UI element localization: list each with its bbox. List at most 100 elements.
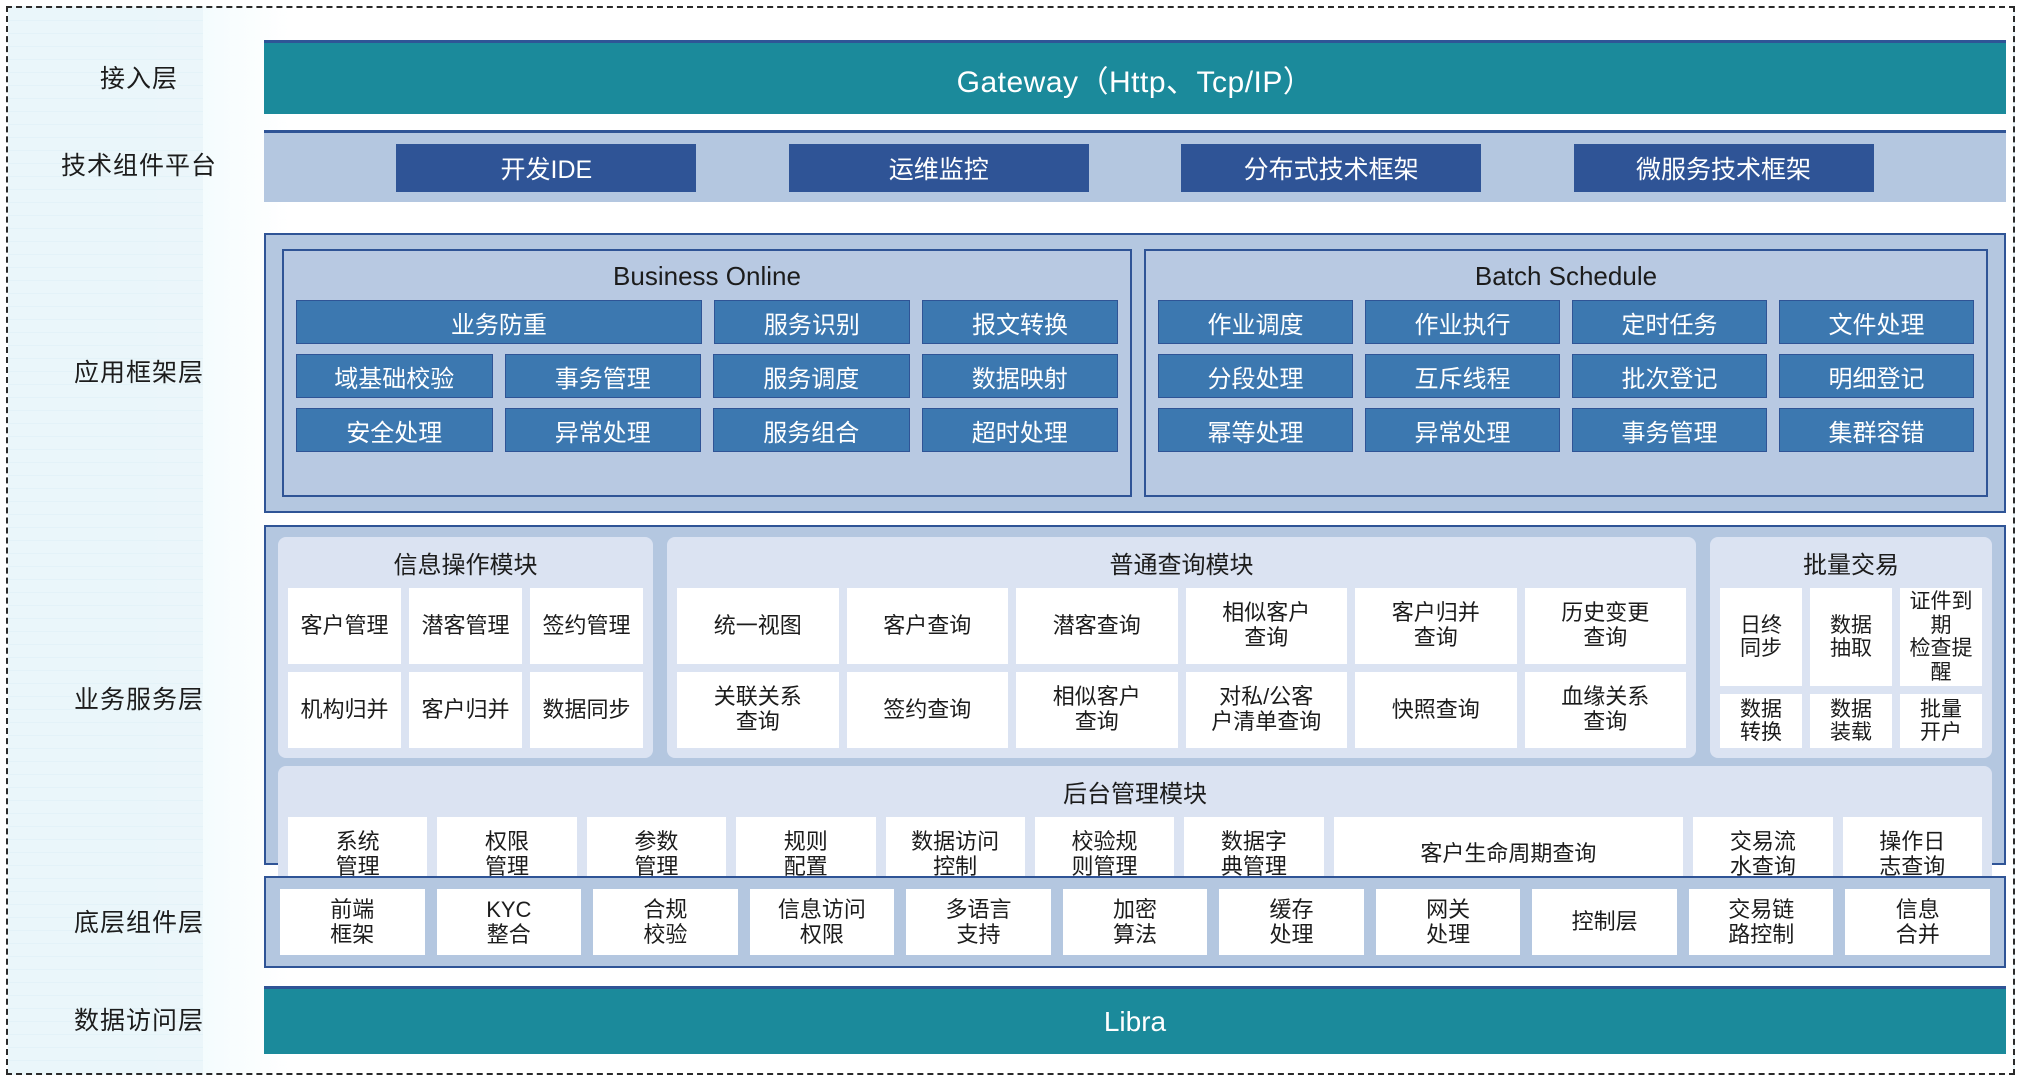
business-service-layer: 信息操作模块 客户管理潜客管理签约管理机构归并客户归并数据同步 普通查询模块 统…: [264, 525, 2006, 903]
common-query-cell[interactable]: 关联关系查询: [677, 672, 839, 749]
batch-transaction-cell[interactable]: 数据抽取: [1810, 588, 1892, 687]
business-online-cell[interactable]: 域基础校验: [296, 354, 493, 398]
common-query-cell[interactable]: 相似客户查询: [1185, 588, 1347, 665]
layer-label-data: 数据访问层: [73, 1007, 204, 1035]
batch-transaction-cell[interactable]: 批量开户: [1900, 694, 1982, 749]
base-component-cell[interactable]: 加密算法: [1062, 889, 1208, 955]
batch-schedule-row: 幂等处理异常处理事务管理集群容错: [1158, 408, 1974, 452]
business-online-cell[interactable]: 服务调度: [713, 354, 910, 398]
batch-schedule-row: 分段处理互斥线程批次登记明细登记: [1158, 354, 1974, 398]
business-online-cell[interactable]: 服务识别: [713, 300, 910, 344]
common-query-cell[interactable]: 签约查询: [846, 672, 1008, 749]
batch-schedule-row: 作业调度作业执行定时任务文件处理: [1158, 300, 1974, 344]
batch-schedule-cell[interactable]: 幂等处理: [1158, 408, 1353, 452]
batch-schedule-cell[interactable]: 定时任务: [1572, 300, 1767, 344]
common-query-module-title: 普通查询模块: [1109, 552, 1254, 579]
common-query-cell[interactable]: 潜客查询: [1016, 588, 1178, 665]
business-online-cell[interactable]: 服务组合: [713, 408, 910, 452]
info-operation-cell[interactable]: 客户归并: [409, 672, 522, 749]
batch-schedule-cell[interactable]: 事务管理: [1572, 408, 1767, 452]
common-query-cell[interactable]: 快照查询: [1355, 672, 1517, 749]
info-operation-cell[interactable]: 数据同步: [530, 672, 643, 749]
business-modules-row: 信息操作模块 客户管理潜客管理签约管理机构归并客户归并数据同步 普通查询模块 统…: [278, 537, 1992, 759]
tech-chip-3[interactable]: 分布式技术框架: [1181, 143, 1482, 192]
tech-chip-2[interactable]: 运维监控: [788, 143, 1089, 192]
business-online-cell[interactable]: 异常处理: [504, 408, 701, 452]
business-online-row: 域基础校验事务管理服务调度数据映射: [296, 354, 1118, 398]
batch-transaction-module: 批量交易 日终同步数据抽取证件到期检查提醒数据转换数据装载批量开户: [1710, 537, 1992, 759]
batch-transaction-row: 数据转换数据装载批量开户: [1720, 694, 1982, 749]
info-operation-cell[interactable]: 潜客管理: [409, 588, 522, 665]
business-online-cell[interactable]: 报文转换: [921, 300, 1119, 344]
info-operation-grid: 客户管理潜客管理签约管理机构归并客户归并数据同步: [288, 588, 643, 749]
info-operation-cell[interactable]: 机构归并: [288, 672, 401, 749]
backend-admin-module-title: 后台管理模块: [1063, 781, 1207, 809]
batch-schedule-cell[interactable]: 作业执行: [1365, 300, 1560, 344]
business-online-title: Business Online: [613, 261, 801, 291]
common-query-cell[interactable]: 历史变更查询: [1524, 588, 1686, 665]
batch-schedule-cell[interactable]: 作业调度: [1158, 300, 1353, 344]
common-query-cell[interactable]: 相似客户查询: [1016, 672, 1178, 749]
layer-label-comp: 底层组件层: [73, 909, 204, 937]
business-online-cell[interactable]: 超时处理: [921, 408, 1118, 452]
info-operation-module: 信息操作模块 客户管理潜客管理签约管理机构归并客户归并数据同步: [278, 537, 653, 759]
data-access-title: Libra: [1103, 1005, 1167, 1037]
diagram-content: 接入层 技术组件平台 应用框架层 业务服务层 底层组件层 数据访问层 Gatew…: [8, 8, 2013, 1073]
business-online-cell[interactable]: 业务防重: [296, 300, 702, 344]
app-framework-layer: Business Online 业务防重服务识别报文转换域基础校验事务管理服务调…: [264, 233, 2006, 513]
common-query-cell[interactable]: 对私/公客户清单查询: [1185, 672, 1347, 749]
base-component-cell[interactable]: 交易链路控制: [1688, 889, 1834, 955]
common-query-module: 普通查询模块 统一视图客户查询潜客查询相似客户查询客户归并查询历史变更查询关联关…: [667, 537, 1696, 759]
batch-transaction-cell[interactable]: 日终同步: [1720, 588, 1802, 687]
common-query-cell[interactable]: 统一视图: [677, 588, 839, 665]
info-operation-row: 客户管理潜客管理签约管理: [288, 588, 643, 665]
batch-transaction-cell[interactable]: 数据装载: [1810, 694, 1892, 749]
common-query-row: 统一视图客户查询潜客查询相似客户查询客户归并查询历史变更查询: [677, 588, 1686, 665]
business-online-cell[interactable]: 安全处理: [296, 408, 493, 452]
batch-schedule-cell[interactable]: 分段处理: [1158, 354, 1353, 398]
batch-transaction-grid: 日终同步数据抽取证件到期检查提醒数据转换数据装载批量开户: [1720, 588, 1982, 749]
batch-schedule-cell[interactable]: 集群容错: [1779, 408, 1974, 452]
base-component-cell[interactable]: 控制层: [1532, 889, 1677, 955]
common-query-cell[interactable]: 客户查询: [846, 588, 1008, 665]
base-component-cell[interactable]: 缓存处理: [1219, 889, 1364, 955]
base-component-cell[interactable]: 网关处理: [1375, 889, 1521, 955]
batch-schedule-rows: 作业调度作业执行定时任务文件处理分段处理互斥线程批次登记明细登记幂等处理异常处理…: [1158, 300, 1974, 452]
info-operation-module-title: 信息操作模块: [393, 552, 538, 579]
batch-transaction-cell[interactable]: 数据转换: [1720, 694, 1802, 749]
layer-label-appfw: 应用框架层: [73, 359, 204, 387]
data-access-bar[interactable]: Libra: [264, 986, 2006, 1054]
base-component-cell[interactable]: 合规校验: [593, 889, 738, 955]
batch-schedule-cell[interactable]: 批次登记: [1572, 354, 1767, 398]
batch-schedule-cell[interactable]: 文件处理: [1779, 300, 1974, 344]
common-query-cell[interactable]: 客户归并查询: [1355, 588, 1517, 665]
business-online-cell[interactable]: 事务管理: [504, 354, 701, 398]
batch-schedule-cell[interactable]: 明细登记: [1779, 354, 1974, 398]
info-operation-row: 机构归并客户归并数据同步: [288, 672, 643, 749]
batch-schedule-cell[interactable]: 互斥线程: [1365, 354, 1560, 398]
business-online-row: 业务防重服务识别报文转换: [296, 300, 1119, 344]
business-online-cell[interactable]: 数据映射: [921, 354, 1118, 398]
batch-schedule-title: Batch Schedule: [1474, 261, 1658, 291]
layer-label-access: 接入层: [99, 65, 178, 93]
tech-chip-1[interactable]: 开发IDE: [396, 143, 697, 192]
tech-chip-4[interactable]: 微服务技术框架: [1573, 143, 1874, 192]
gateway-bar[interactable]: Gateway（Http、Tcp/IP）: [264, 40, 2006, 114]
batch-transaction-cell[interactable]: 证件到期检查提醒: [1900, 588, 1982, 687]
business-online-row: 安全处理异常处理服务组合超时处理: [296, 408, 1118, 452]
common-query-cell[interactable]: 血缘关系查询: [1524, 672, 1686, 749]
base-component-cell[interactable]: 前端框架: [280, 889, 425, 955]
base-component-cell[interactable]: 信息访问权限: [749, 889, 895, 955]
info-operation-cell[interactable]: 客户管理: [288, 588, 401, 665]
info-operation-cell[interactable]: 签约管理: [530, 588, 643, 665]
base-component-cell[interactable]: 信息合并: [1845, 889, 1991, 955]
layer-label-tech: 技术组件平台: [60, 152, 217, 180]
batch-schedule-cell[interactable]: 异常处理: [1365, 408, 1560, 452]
left-gutter-background: [8, 8, 203, 1073]
common-query-row: 关联关系查询签约查询相似客户查询对私/公客户清单查询快照查询血缘关系查询: [677, 672, 1686, 749]
base-component-cell[interactable]: 多语言支持: [906, 889, 1051, 955]
batch-schedule-group: Batch Schedule 作业调度作业执行定时任务文件处理分段处理互斥线程批…: [1144, 249, 1988, 497]
